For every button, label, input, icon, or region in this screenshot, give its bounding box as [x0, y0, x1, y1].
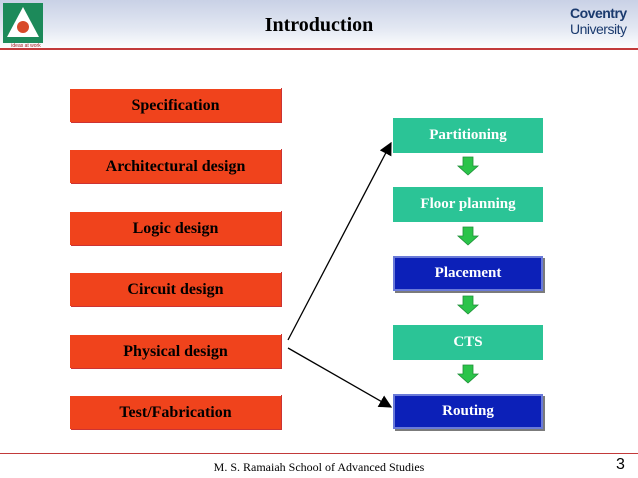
flow-step-architectural-design: Architectural design [70, 148, 281, 183]
down-arrow-icon [456, 295, 480, 315]
expand-arrow-top [287, 141, 392, 341]
substep-placement: Placement [393, 256, 543, 291]
substep-floor-planning: Floor planning [393, 187, 543, 222]
logo-line-1: Coventry [570, 5, 627, 21]
header-divider [0, 48, 638, 50]
flow-step-physical-design: Physical design [70, 333, 281, 368]
slide-title: Introduction [264, 14, 374, 36]
down-arrow-icon [456, 156, 480, 176]
institute-logo: ideas at work [3, 3, 43, 49]
footer-divider [0, 453, 638, 454]
flow-step-test-fabrication: Test/Fabrication [70, 394, 281, 429]
flow-step-circuit-design: Circuit design [70, 271, 281, 306]
expand-arrow-bottom [287, 347, 393, 408]
footer-institution: M. S. Ramaiah School of Advanced Studies [213, 460, 425, 474]
page-number: 3 [616, 456, 625, 473]
substep-partitioning: Partitioning [393, 118, 543, 153]
down-arrow-icon [456, 226, 480, 246]
slide-header [0, 0, 638, 50]
down-arrow-icon [456, 364, 480, 384]
logo-line-2: University [570, 21, 627, 37]
flow-step-logic-design: Logic design [70, 210, 281, 245]
substep-routing: Routing [393, 394, 543, 429]
flow-step-specification: Specification [70, 87, 281, 122]
triangle-logo-icon [3, 3, 43, 43]
logo-caption: ideas at work [11, 43, 41, 49]
substep-cts: CTS [393, 325, 543, 360]
coventry-logo: Coventry University [570, 5, 632, 45]
